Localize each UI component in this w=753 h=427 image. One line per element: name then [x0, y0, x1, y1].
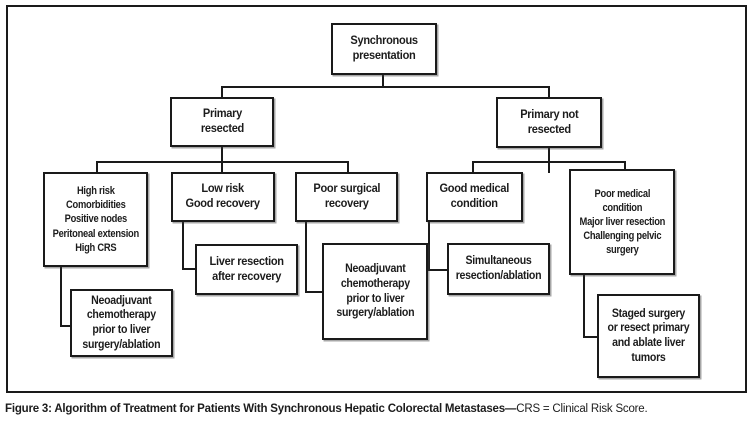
- node-poor-medical-condition: Poor medical condition Major liver resec…: [569, 169, 675, 275]
- node-label: Poor surgical recovery: [313, 183, 380, 210]
- connector-goodmedical-elbow-h: [428, 269, 449, 271]
- connector-level3-left-horizontal: [96, 161, 349, 163]
- node-label: Synchronous presentation: [350, 35, 418, 62]
- connector-highrisk-stub: [96, 161, 98, 173]
- node-liver-resection-after-recovery: Liver resection after recovery: [195, 244, 298, 295]
- node-poor-surgical-recovery: Poor surgical recovery: [295, 172, 398, 222]
- node-synchronous-presentation: Synchronous presentation: [331, 23, 437, 75]
- node-good-medical-condition: Good medical condition: [426, 172, 523, 222]
- connector-poormedical-elbow-h: [583, 336, 599, 338]
- connector-poorsurgical-stub: [347, 161, 349, 173]
- connector-primary-resected-stub: [221, 86, 223, 98]
- node-label: Simultaneous resection/ablation: [455, 255, 542, 282]
- node-label: Neoadjuvant chemotherapy prior to liver …: [336, 263, 414, 320]
- connector-poormedical-stub: [624, 161, 626, 171]
- connector-poorsurgical-elbow-h: [305, 291, 324, 293]
- figure-caption-title: Figure 3: Algorithm of Treatment for Pat…: [5, 403, 517, 415]
- node-label: Primary resected: [200, 108, 244, 135]
- node-label: Low risk Good recovery: [185, 183, 261, 210]
- connector-highrisk-elbow-v: [60, 265, 62, 327]
- node-primary-not-resected: Primary not resected: [496, 97, 602, 148]
- connector-goodmedical-elbow-v: [428, 220, 430, 271]
- node-neoadjuvant-chemo-middle: Neoadjuvant chemotherapy prior to liver …: [322, 243, 428, 340]
- node-high-risk: High risk Comorbidities Positive nodes P…: [43, 172, 148, 267]
- node-simultaneous-resection-ablation: Simultaneous resection/ablation: [447, 243, 550, 295]
- connector-resected-down: [221, 146, 223, 173]
- connector-level3-right-horizontal: [472, 161, 626, 163]
- node-neoadjuvant-chemo-left: Neoadjuvant chemotherapy prior to liver …: [70, 289, 173, 357]
- node-primary-resected: Primary resected: [170, 97, 274, 147]
- node-label: Primary not resected: [519, 108, 579, 136]
- connector-poormedical-elbow-v: [583, 273, 585, 338]
- connector-highrisk-elbow-h: [60, 325, 73, 327]
- node-label: Neoadjuvant chemotherapy prior to liver …: [82, 294, 161, 351]
- connector-lowrisk-elbow-h: [182, 268, 197, 270]
- node-staged-surgery: Staged surgery or resect primary and abl…: [597, 294, 700, 378]
- connector-primary-not-resected-stub: [548, 86, 550, 98]
- connector-synchronous-stub: [382, 74, 384, 88]
- connector-level2-horizontal: [221, 86, 550, 88]
- connector-notresected-down: [548, 146, 550, 173]
- node-label: Poor medical condition Major liver resec…: [579, 187, 665, 257]
- connector-poorsurgical-elbow-v: [305, 220, 307, 293]
- node-low-risk: Low risk Good recovery: [171, 172, 275, 222]
- node-label: Liver resection after recovery: [209, 255, 284, 283]
- figure-caption-abbreviation: CRS = Clinical Risk Score.: [516, 403, 648, 415]
- node-label: Good medical condition: [439, 183, 510, 210]
- node-label: High risk Comorbidities Positive nodes P…: [52, 185, 139, 254]
- connector-lowrisk-elbow-v: [182, 220, 184, 270]
- connector-goodmedical-stub: [472, 161, 474, 173]
- figure-caption: Figure 3: Algorithm of Treatment for Pat…: [5, 403, 750, 415]
- node-label: Staged surgery or resect primary and abl…: [607, 307, 690, 364]
